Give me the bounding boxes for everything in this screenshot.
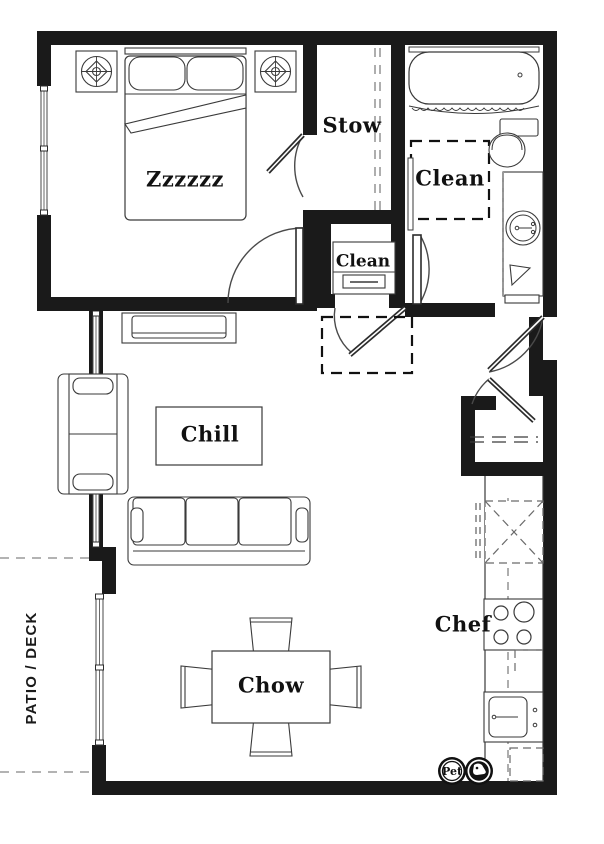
range-cooktop: [483, 598, 544, 651]
media-console: [121, 312, 237, 344]
door-laundry-closet[interactable]: [333, 306, 407, 357]
room-label-bedroom: Zzzzzz: [146, 167, 224, 192]
bath-towel-bar: [407, 157, 414, 231]
dishwasher: [509, 747, 544, 782]
loveseat-armchair: [57, 373, 129, 495]
window-dining-patio: [95, 593, 104, 746]
chill-rug: [155, 406, 263, 466]
bed-queen: [124, 47, 247, 221]
dining-set: [180, 617, 362, 757]
entry-closet-shelf: [470, 436, 538, 443]
room-label-kitchen: Chef: [435, 612, 493, 637]
room-label-bath: Clean: [415, 166, 484, 191]
patio-deck-zone: [0, 557, 98, 773]
interior-walls: [51, 45, 543, 476]
nightstand-left: [75, 50, 118, 93]
kitchen-sink: [483, 691, 544, 743]
pet-badge: Pet: [438, 757, 466, 785]
door-entry-closet[interactable]: [471, 377, 536, 423]
vanity-sink: [502, 171, 544, 304]
refrigerator: [475, 500, 544, 564]
upper-cabinets: [514, 649, 543, 672]
dashed-zone-hall: [320, 315, 414, 375]
toilet: [488, 118, 539, 168]
door-entry[interactable]: [487, 315, 545, 373]
door-bedroom[interactable]: [227, 227, 304, 305]
sofa-three-seat: [127, 496, 311, 566]
dog-head-icon: [465, 757, 493, 785]
door-bathroom[interactable]: [412, 234, 430, 305]
room-label-dining: Chow: [238, 673, 304, 698]
room-label-laundry: Clean: [336, 252, 390, 272]
room-label-storage: Stow: [323, 113, 382, 138]
room-label-living: Chill: [181, 422, 239, 447]
bathtub: [408, 46, 540, 114]
nightstand-right: [254, 50, 297, 93]
pet-badge-label: Pet: [442, 765, 463, 778]
window-bedroom-upper: [40, 85, 48, 216]
door-stow-closet[interactable]: [266, 133, 305, 198]
patio-deck-label: PATIO / DECK: [23, 611, 40, 724]
stacked-washer-dryer: [332, 241, 396, 295]
